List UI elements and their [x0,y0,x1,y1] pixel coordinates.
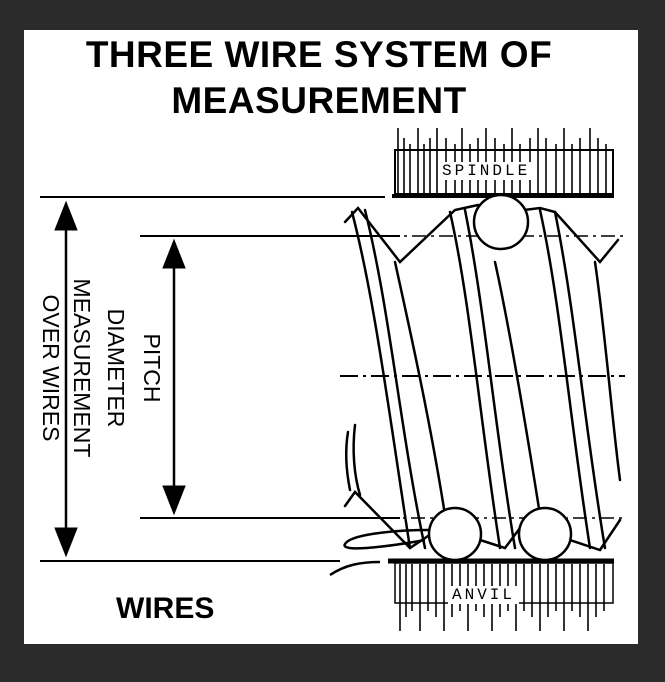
spindle-label: SPINDLE [438,162,535,180]
measurement-over-wires-label-1: MEASUREMENT [69,278,95,458]
title-line-2: MEASUREMENT [171,80,467,121]
measurement-over-wires-arrow [54,200,78,558]
reference-lines [40,196,625,562]
thread-helix [343,203,622,552]
measurement-over-wires-label-2: OVER WIRES [38,294,64,442]
wires-label: WIRES [116,592,215,625]
anvil-label: ANVIL [448,586,520,604]
anvil-block [388,558,614,631]
measuring-wires [329,193,573,577]
pitch-diameter-arrow [162,238,186,516]
top-wire [472,193,530,251]
bottom-wire-right [517,506,573,562]
bottom-wire-left [427,506,483,562]
spindle-block [392,128,614,198]
title-line-1: THREE WIRE SYSTEM OF [85,34,553,75]
pitch-diameter-label-1: PITCH [139,333,165,403]
pitch-diameter-label-2: DIAMETER [103,308,129,428]
